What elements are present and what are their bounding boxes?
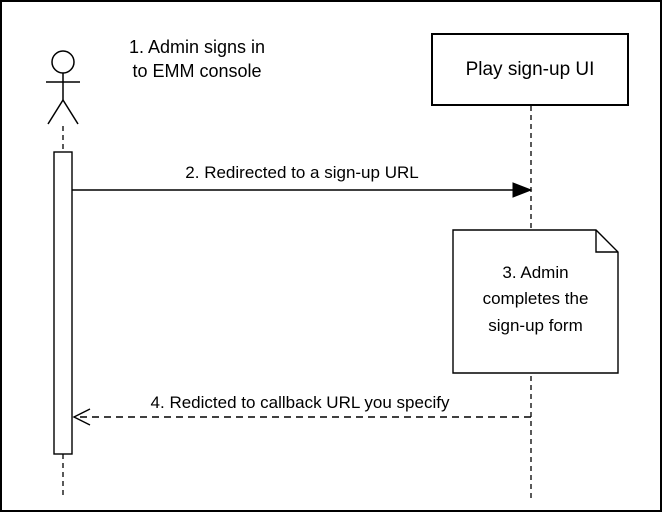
- message4-arrowhead: [72, 408, 91, 426]
- note-shape: [452, 229, 619, 374]
- message2-label: 2. Redirected to a sign-up URL: [185, 163, 419, 182]
- note-fold: [595, 230, 618, 253]
- play-signup-ui-box: Play sign-up UI: [431, 33, 629, 106]
- actor-icon: [46, 50, 80, 125]
- play-signup-ui-label: Play sign-up UI: [465, 58, 595, 80]
- message4-label: 4. Redicted to callback URL you specify: [150, 393, 450, 412]
- message2-arrowhead: [512, 182, 533, 198]
- activation-bar: [53, 151, 73, 455]
- note-step3-text: 3. Admin completes the sign-up form: [482, 263, 589, 335]
- step1-label: 1. Admin signs in to EMM console: [128, 37, 266, 82]
